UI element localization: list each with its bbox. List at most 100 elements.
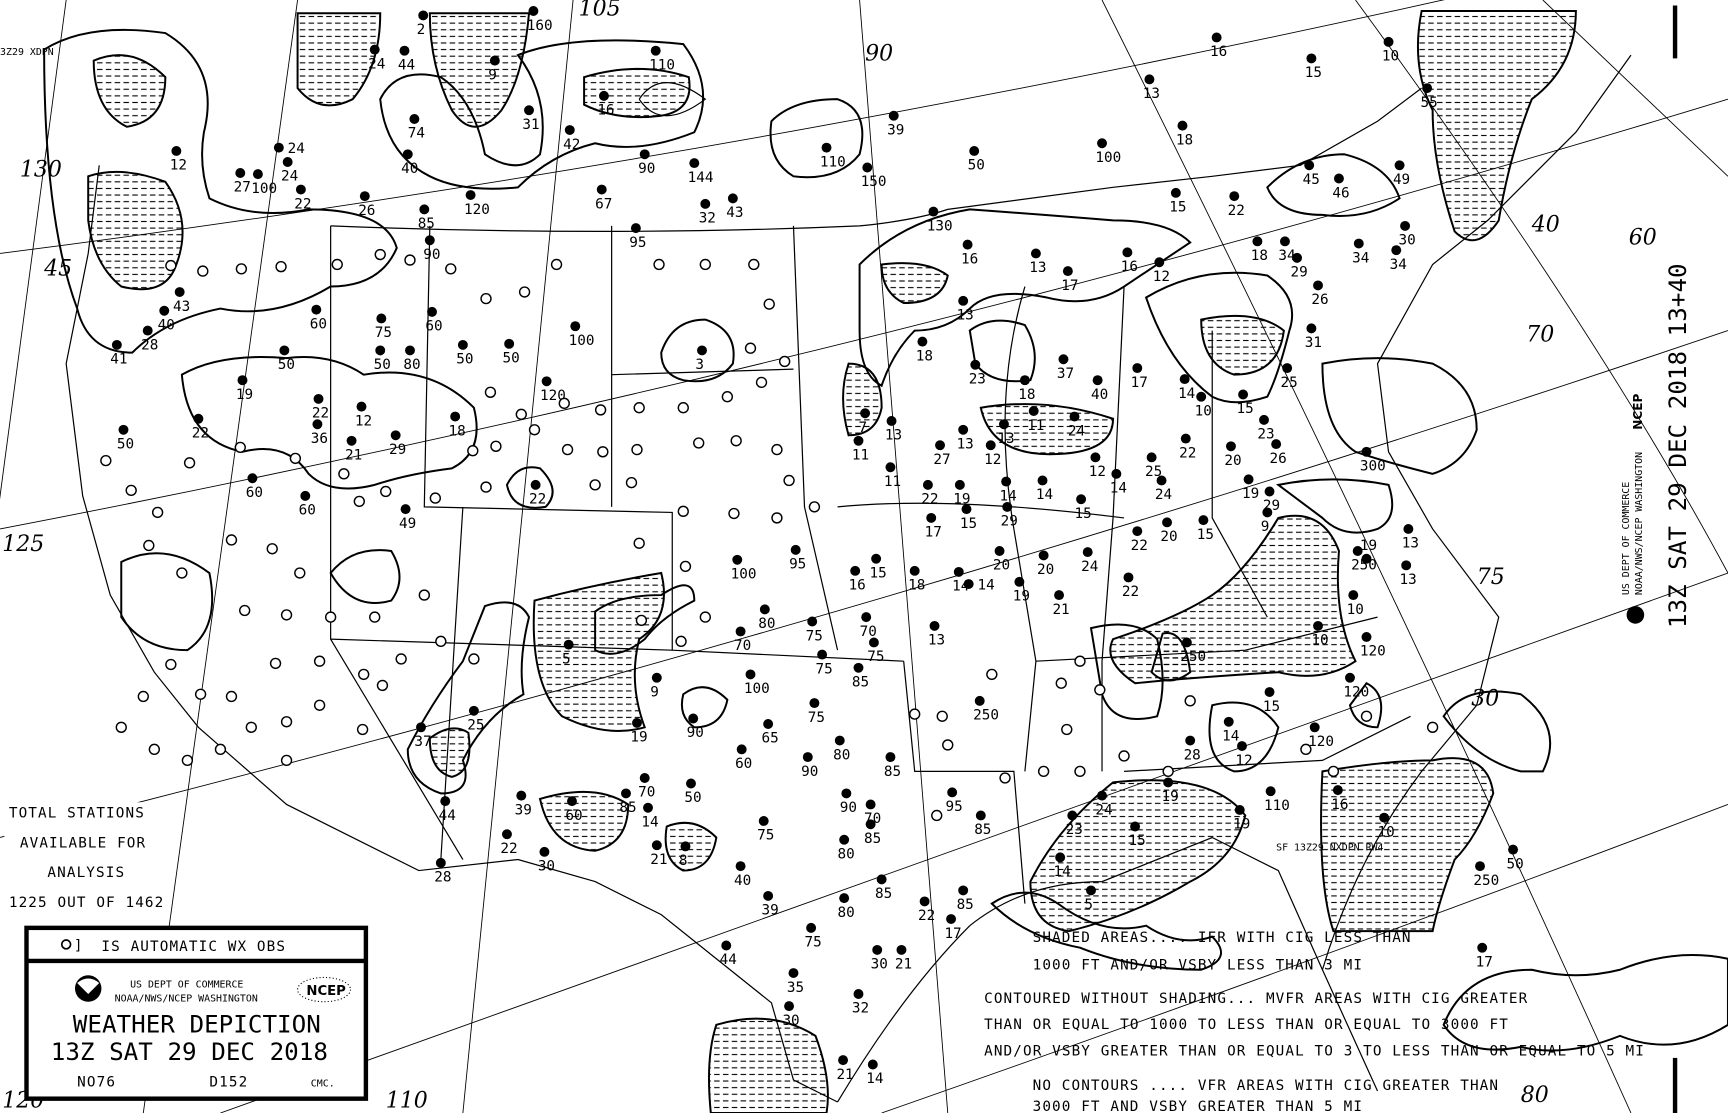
station-clear-icon <box>909 708 921 720</box>
station-clear-icon <box>313 699 326 711</box>
station-ceiling-label: 18 <box>1018 387 1035 403</box>
station-ceiling-label: 30 <box>1398 233 1415 249</box>
lon-label-110: 110 <box>386 1088 428 1113</box>
title-block: ] IS AUTOMATIC WX OBS US DEPT OF COMMERC… <box>24 925 369 1101</box>
station-ceiling-label: 9 <box>650 684 659 700</box>
station-ceiling-label: 15 <box>1236 401 1253 417</box>
station-clear-icon <box>699 258 711 271</box>
automatic-obs-note: IS AUTOMATIC WX OBS <box>101 939 286 955</box>
station-overcast-icon <box>530 479 541 490</box>
station-overcast-icon <box>876 874 887 885</box>
station-clear-icon <box>763 298 775 310</box>
station-ceiling-label: 17 <box>1061 278 1078 294</box>
station-overcast-icon <box>1282 363 1293 374</box>
automatic-obs-bracket: ] <box>74 938 84 954</box>
lon-label-105: 105 <box>579 0 621 21</box>
station-ceiling-label: 18 <box>1251 248 1268 264</box>
station-overcast-icon <box>1391 245 1402 256</box>
station-overcast-icon <box>1019 375 1030 386</box>
station-overcast-icon <box>1226 441 1236 452</box>
station-ceiling-label: 50 <box>374 357 391 373</box>
station-ceiling-label: 75 <box>757 828 774 844</box>
station-ceiling-label: 15 <box>1197 527 1214 543</box>
station-overcast-icon <box>970 359 981 370</box>
station-overcast-icon <box>1211 32 1222 43</box>
station-ceiling-label: 25 <box>1145 464 1162 480</box>
station-overcast-icon <box>998 419 1009 430</box>
station-ceiling-label: 95 <box>629 235 646 251</box>
station-ceiling-label: 50 <box>1506 856 1523 872</box>
station-overcast-icon <box>763 719 774 729</box>
station-overcast-icon <box>872 944 883 955</box>
station-clear-icon <box>1118 750 1130 762</box>
station-overcast-icon <box>295 184 306 195</box>
station-ceiling-label: 19 <box>1162 789 1179 805</box>
station-overcast-icon <box>1130 821 1141 832</box>
station-overcast-icon <box>1237 741 1247 751</box>
station-ceiling-label: 19 <box>1233 817 1250 833</box>
station-ceiling-label: 75 <box>806 628 823 644</box>
station-ceiling-label: 13 <box>885 428 902 444</box>
station-overcast-icon <box>1508 844 1519 855</box>
station-ceiling-label: 17 <box>1476 954 1493 970</box>
station-ceiling-label: 95 <box>789 557 806 573</box>
station-overcast-icon <box>1185 735 1196 746</box>
ifr-area <box>87 170 184 291</box>
station-overcast-icon <box>504 338 515 349</box>
station-overcast-icon <box>838 1055 849 1066</box>
station-ceiling-label: 36 <box>311 431 328 447</box>
station-ceiling-label: 25 <box>467 718 484 734</box>
ifr-area <box>708 1017 829 1113</box>
station-overcast-icon <box>896 944 907 955</box>
station-overcast-icon <box>171 146 182 156</box>
side-valid-time: 13Z SAT 29 DEC 2018 13+40 <box>1663 263 1692 628</box>
station-clear-icon <box>480 292 492 305</box>
station-ceiling-label: 70 <box>734 638 751 654</box>
station-ceiling-label: 90 <box>687 725 704 741</box>
station-ceiling-label: 3 <box>695 357 704 373</box>
station-overcast-icon <box>541 376 552 387</box>
station-ceiling-label: 120 <box>1308 734 1334 750</box>
station-clear-icon <box>1184 695 1196 707</box>
station-overcast-icon <box>853 989 864 999</box>
station-clear-icon <box>1074 765 1086 778</box>
station-ceiling-label: 22 <box>1228 203 1245 219</box>
station-overcast-icon <box>405 345 415 356</box>
station-overcast-icon <box>688 713 699 724</box>
station-overcast-icon <box>839 834 850 845</box>
station-clear-icon <box>353 495 365 508</box>
station-overcast-icon <box>736 744 747 755</box>
lat-label-30: 30 <box>1471 686 1499 711</box>
station-ceiling-label: 250 <box>1351 558 1377 574</box>
station-overcast-icon <box>1401 560 1412 571</box>
station-ceiling-label: 13 <box>957 308 974 324</box>
station-ceiling-label: 14 <box>866 1071 883 1087</box>
station-ceiling-label: 120 <box>1343 684 1369 700</box>
station-overcast-icon <box>1180 433 1191 444</box>
station-ceiling-label: 144 <box>688 170 714 186</box>
key-contoured-2: THAN OR EQUAL TO 1000 TO LESS THAN OR EQ… <box>984 1017 1509 1033</box>
code-mid: D152 <box>209 1075 248 1091</box>
station-ceiling-label: 10 <box>1347 602 1364 618</box>
station-clear-icon <box>374 248 386 261</box>
station-overcast-icon <box>953 566 964 577</box>
station-ceiling-label: 32 <box>699 211 716 227</box>
station-clear-icon <box>490 440 502 452</box>
station-overcast-icon <box>1345 672 1355 683</box>
station-ceiling-label: 34 <box>1278 248 1295 264</box>
station-ceiling-label: 150 <box>861 174 887 190</box>
station-ceiling-label: 95 <box>946 799 963 815</box>
station-overcast-icon <box>680 841 691 852</box>
station-ceiling-label: 28 <box>434 870 451 886</box>
station-clear-icon <box>137 690 149 703</box>
station-ceiling-label: 24 <box>1081 559 1098 575</box>
station-ceiling-label: 70 <box>860 624 877 640</box>
station-clear-icon <box>480 481 492 493</box>
station-overcast-icon <box>419 204 430 215</box>
station-ceiling-label: 15 <box>1128 833 1145 849</box>
station-ceiling-label: 39 <box>515 802 532 818</box>
station-overcast-icon <box>963 579 974 590</box>
station-ceiling-label: 22 <box>1122 584 1139 600</box>
station-ceiling-label: 43 <box>726 205 743 221</box>
